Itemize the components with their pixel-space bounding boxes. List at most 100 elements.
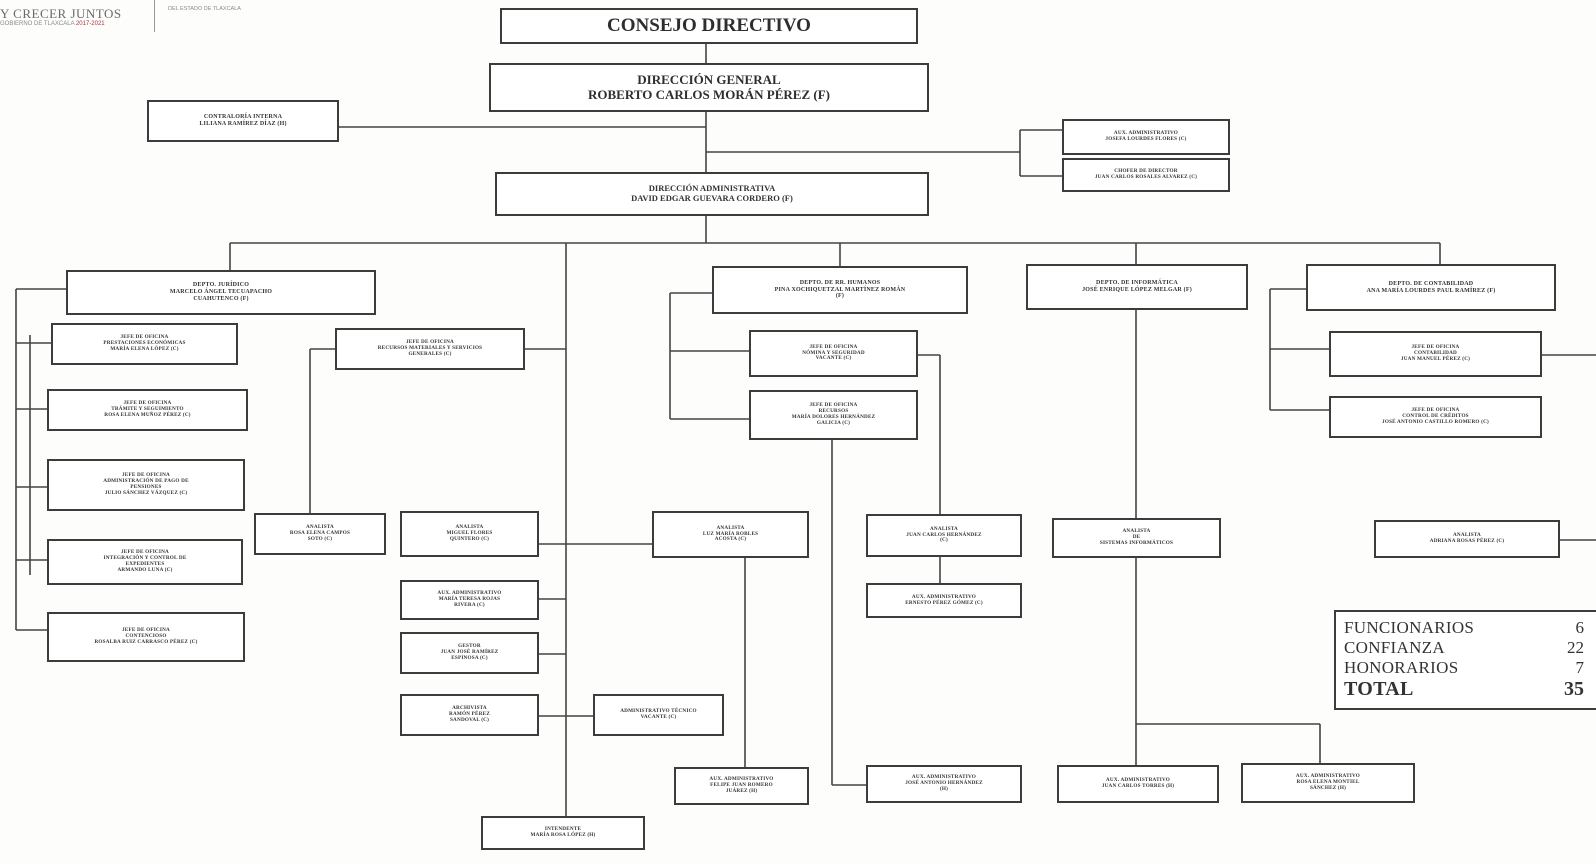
box-line: AUX. ADMINISTRATIVO bbox=[911, 593, 977, 600]
header-entity: DEL ESTADO DE TLAXCALA bbox=[168, 6, 241, 12]
box-line: DIRECCIÓN ADMINISTRATIVA bbox=[648, 183, 776, 194]
box-line: SANDOVAL (C) bbox=[449, 716, 490, 723]
box-line: AUX. ADMINISTRATIVO bbox=[1105, 777, 1171, 784]
box-line: JEFE DE OFICINA bbox=[122, 627, 170, 634]
box-line: ANALISTA bbox=[305, 524, 335, 531]
totals-label: CONFIANZA bbox=[1344, 638, 1445, 657]
box-line: RECURSOS MATERIALES Y SERVICIOS bbox=[377, 345, 483, 352]
totals-value: 22 bbox=[1567, 638, 1584, 657]
box-line: ROSALBA RUIZ CARRASCO PÉREZ (C) bbox=[94, 638, 198, 645]
totals-value: 7 bbox=[1575, 658, 1585, 677]
box-line: JEFE DE OFICINA bbox=[121, 549, 169, 556]
box-line: AUX. ADMINISTRATIVO bbox=[1295, 773, 1361, 780]
box-line: JUAN CARLOS ROSALES ALVAREZ (C) bbox=[1094, 174, 1198, 180]
box-line: GENERALES (C) bbox=[408, 350, 452, 357]
box-line: DE bbox=[1132, 534, 1141, 541]
header-government: GOBIERNO DE TLAXCALA 2017-2021 bbox=[0, 21, 105, 27]
header-slogan: Y CRECER JUNTOS bbox=[0, 6, 122, 21]
box-line: CONTENCIOSO bbox=[125, 633, 167, 640]
box-line: DEPTO. DE CONTABILIDAD bbox=[1388, 280, 1474, 287]
box-line: JUÁREZ (H) bbox=[725, 787, 758, 794]
box-line: ARCHIVISTA bbox=[452, 705, 487, 712]
box-line: ROSA ELENA MUÑOZ PÉREZ (C) bbox=[104, 411, 191, 418]
totals-row-total: TOTAL 35 bbox=[1344, 678, 1588, 700]
box-line: DEPTO. JURÍDICO bbox=[192, 282, 250, 289]
box-consejo-directivo: CONSEJO DIRECTIVO bbox=[500, 8, 918, 44]
box-line: JEFE DE OFICINA bbox=[120, 334, 169, 341]
box-line: JEFE DE OFICINA bbox=[123, 400, 172, 407]
totals-value: 6 bbox=[1575, 618, 1585, 637]
box-line: AUX. ADMINISTRATIVO bbox=[709, 776, 774, 783]
box-line: TRÁMITE Y SEGUIMIENTO bbox=[111, 406, 184, 413]
box-line: DAVID EDGAR GUEVARA CORDERO (F) bbox=[631, 193, 793, 203]
totals-row: HONORARIOS 7 bbox=[1344, 658, 1588, 678]
box-line: VACANTE (C) bbox=[815, 355, 852, 362]
box-line: ADMINISTRACIÓN DE PAGO DE bbox=[103, 478, 189, 485]
box-line: RIVERA (C) bbox=[454, 601, 485, 608]
box-line: JUAN CARLOS HERNÁNDEZ bbox=[906, 531, 982, 538]
box-line: ADRIANA ROSAS PÉREZ (C) bbox=[1429, 538, 1505, 544]
box-line: (C) bbox=[940, 537, 948, 544]
box-line: CHOFER DE DIRECTOR bbox=[1114, 168, 1178, 175]
box-line: AUX. ADMINISTRATIVO bbox=[911, 774, 977, 781]
totals-row: CONFIANZA 22 bbox=[1344, 638, 1588, 658]
box-line: DEPTO. DE INFORMÁTICA bbox=[1096, 280, 1178, 287]
box-line: NÓMINA Y SEGURIDAD bbox=[802, 349, 865, 356]
box-line: MIGUEL FLORES bbox=[446, 530, 493, 537]
box-line: QUINTERO (C) bbox=[449, 535, 490, 542]
box-line: AUX. ADMINISTRATIVO bbox=[1113, 130, 1179, 137]
box-line: LILIANA RAMÍREZ DÍAZ (H) bbox=[199, 121, 287, 127]
box-line: ARMANDO LUNA (C) bbox=[117, 566, 173, 573]
box-line: PRESTACIONES ECONÓMICAS bbox=[103, 340, 186, 347]
box-line: JEFE DE OFICINA bbox=[809, 343, 858, 350]
totals-row: FUNCIONARIOS 6 bbox=[1344, 618, 1588, 638]
box-line: MARÍA TERESA ROJAS bbox=[438, 596, 501, 603]
box-line: SÁNCHEZ (H) bbox=[1309, 784, 1347, 791]
box-line: MARÍA ELENA LÓPEZ (C) bbox=[110, 345, 179, 352]
totals-table: FUNCIONARIOS 6 CONFIANZA 22 HONORARIOS 7… bbox=[1334, 610, 1596, 710]
box-line: DIRECCIÓN GENERAL bbox=[637, 71, 781, 87]
box-line: ANA MARÍA LOURDES PAUL RAMÍREZ (F) bbox=[1366, 287, 1496, 294]
box-line: SISTEMAS INFORMÁTICOS bbox=[1099, 539, 1174, 546]
box-line: CONSEJO DIRECTIVO bbox=[607, 15, 811, 37]
box-line: LUZ MARÍA ROBLES bbox=[702, 530, 759, 537]
box-line: GALICIA (C) bbox=[816, 419, 851, 426]
box-line: (F) bbox=[835, 293, 845, 300]
box-line: JOSÉ ANTONIO CASTILLO ROMERO (C) bbox=[1382, 418, 1489, 425]
box-line: JOSEFA LOURDES FLORES (C) bbox=[1105, 136, 1187, 142]
box-line: PENSIONES bbox=[130, 484, 162, 490]
box-line: ESPINOSA (C) bbox=[451, 654, 488, 661]
box-line: MARÍA ROSA LÓPEZ (H) bbox=[530, 832, 596, 838]
header-logo: Y CRECER JUNTOS GOBIERNO DE TLAXCALA 201… bbox=[0, 0, 310, 34]
box-line: AUX. ADMINISTRATIVO bbox=[437, 590, 502, 597]
box-line: DEPTO. DE RR. HUMANOS bbox=[799, 279, 881, 286]
totals-label: TOTAL bbox=[1344, 678, 1414, 700]
box-line: CONTRALORÍA INTERNA bbox=[203, 114, 283, 121]
box-line: JEFE DE OFICINA bbox=[406, 339, 454, 346]
